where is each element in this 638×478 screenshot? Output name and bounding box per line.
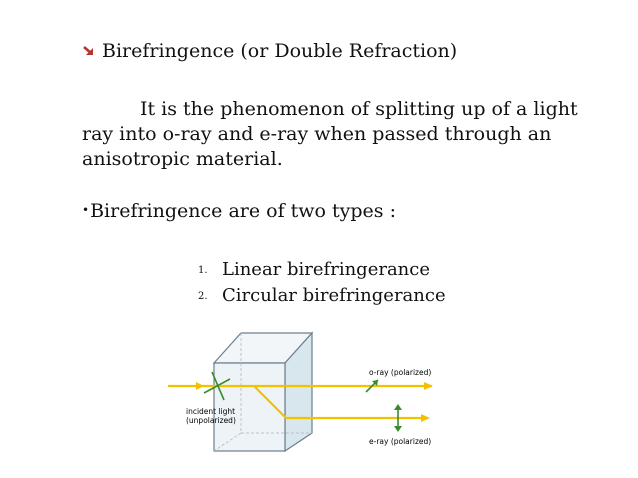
e-ray-polarization-symbol xyxy=(394,404,402,432)
o-ray-arrowhead xyxy=(424,382,433,390)
crystal-prism xyxy=(212,331,314,453)
heading-text: Birefringence (or Double Refraction) xyxy=(102,40,458,62)
types-intro-text: Birefringence are of two types : xyxy=(90,200,396,222)
slide-heading: Birefringence (or Double Refraction) xyxy=(82,40,457,62)
incident-light-label: incident light xyxy=(186,407,235,416)
birefringence-diagram: incident light (unpolarized) o-ray (pola… xyxy=(168,331,433,453)
bullet-dot: • xyxy=(82,203,90,217)
definition-line-3: anisotropic material. xyxy=(82,148,283,170)
light-rays xyxy=(168,384,432,420)
list-label: Linear birefringerance xyxy=(222,259,431,280)
types-intro: •Birefringence are of two types : xyxy=(82,200,396,222)
unpolarized-label: (unpolarized) xyxy=(186,416,236,425)
list-label: Circular birefringerance xyxy=(222,285,446,306)
list-number: 2. xyxy=(198,291,208,302)
unpolarized-symbol xyxy=(203,371,231,401)
definition-line-1: It is the phenomenon of splitting up of … xyxy=(140,98,578,120)
list-item: 1. Linear birefringerance xyxy=(198,257,446,283)
types-list: 1. Linear birefringerance 2. Circular bire… xyxy=(198,257,446,309)
e-ray-label: e-ray (polarized) xyxy=(369,437,431,446)
incident-arrowhead xyxy=(196,382,204,390)
red-arrow-icon xyxy=(83,46,93,55)
o-ray-polarization-symbol xyxy=(365,379,379,393)
list-item: 2. Circular birefringerance xyxy=(198,283,446,309)
list-number: 1. xyxy=(198,265,208,276)
e-ray-arrowhead xyxy=(421,414,430,422)
o-ray-label: o-ray (polarized) xyxy=(369,368,431,377)
definition-paragraph: It is the phenomenon of splitting up of … xyxy=(82,97,602,172)
e-ray-path xyxy=(253,385,428,420)
definition-line-2: ray into o-ray and e-ray when passed thr… xyxy=(82,123,552,145)
